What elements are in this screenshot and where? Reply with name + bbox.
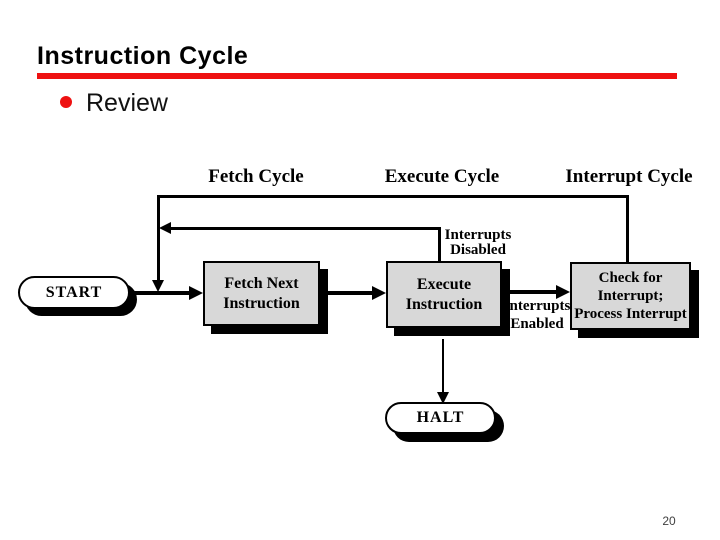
title-underline — [37, 73, 677, 79]
label-interrupts-enabled-line1: Interrupts — [503, 298, 571, 314]
node-execute-instruction: Execute Instruction — [386, 261, 502, 328]
edge-return-left-vertical — [157, 197, 160, 282]
node-execute-label-line2: Instruction — [405, 295, 483, 313]
node-execute-label-line1: Execute — [416, 275, 472, 293]
node-check-process-interrupt: Check for Interrupt; Process Interrupt — [570, 262, 691, 330]
node-halt: HALT — [385, 402, 496, 434]
node-check-label-line3: Process Interrupt — [574, 306, 687, 322]
label-interrupts-enabled-line2: Enabled — [510, 316, 564, 332]
page-number: 20 — [662, 514, 676, 528]
arrowhead-start-to-fetch-icon — [189, 286, 203, 300]
arrowhead-execute-to-check-icon — [556, 285, 570, 299]
node-check-label-line1: Check for — [598, 270, 663, 286]
label-interrupts-disabled-line1: Interrupts — [444, 227, 512, 243]
edge-check-return-horizontal — [157, 195, 629, 198]
bullet-text: Review — [86, 89, 168, 117]
header-interrupt-cycle: Interrupt Cycle — [565, 166, 693, 187]
node-fetch-next-instruction: Fetch Next Instruction — [203, 261, 320, 326]
edge-disabled-vertical — [438, 229, 441, 261]
edge-disabled-horizontal — [170, 227, 441, 230]
label-interrupts-disabled-line2: Disabled — [450, 242, 506, 258]
edge-execute-to-check — [502, 290, 557, 294]
arrowhead-fetch-to-execute-icon — [372, 286, 386, 300]
edge-fetch-to-execute — [320, 291, 373, 295]
node-fetch-label-line1: Fetch Next — [224, 274, 299, 292]
edge-check-return-vertical — [626, 197, 629, 262]
node-halt-label: HALT — [416, 409, 465, 426]
header-fetch-cycle: Fetch Cycle — [208, 166, 304, 187]
node-fetch-label-line2: Instruction — [223, 294, 300, 312]
edge-start-to-fetch — [129, 291, 190, 295]
node-check-label-line2: Interrupt; — [597, 288, 664, 304]
label-interrupts-disabled: Interrupts Disabled — [442, 228, 514, 258]
arrowhead-disabled-left-icon — [159, 222, 171, 234]
page-title: Instruction Cycle — [37, 42, 249, 70]
bullet-icon — [60, 96, 72, 108]
header-execute-cycle: Execute Cycle — [384, 166, 500, 187]
arrowhead-to-halt-icon — [437, 392, 449, 404]
node-start: START — [18, 276, 130, 309]
label-interrupts-enabled: Interrupts Enabled — [500, 297, 574, 333]
arrowhead-return-down-icon — [152, 280, 164, 292]
edge-execute-to-halt — [442, 339, 444, 394]
node-start-label: START — [45, 283, 103, 301]
